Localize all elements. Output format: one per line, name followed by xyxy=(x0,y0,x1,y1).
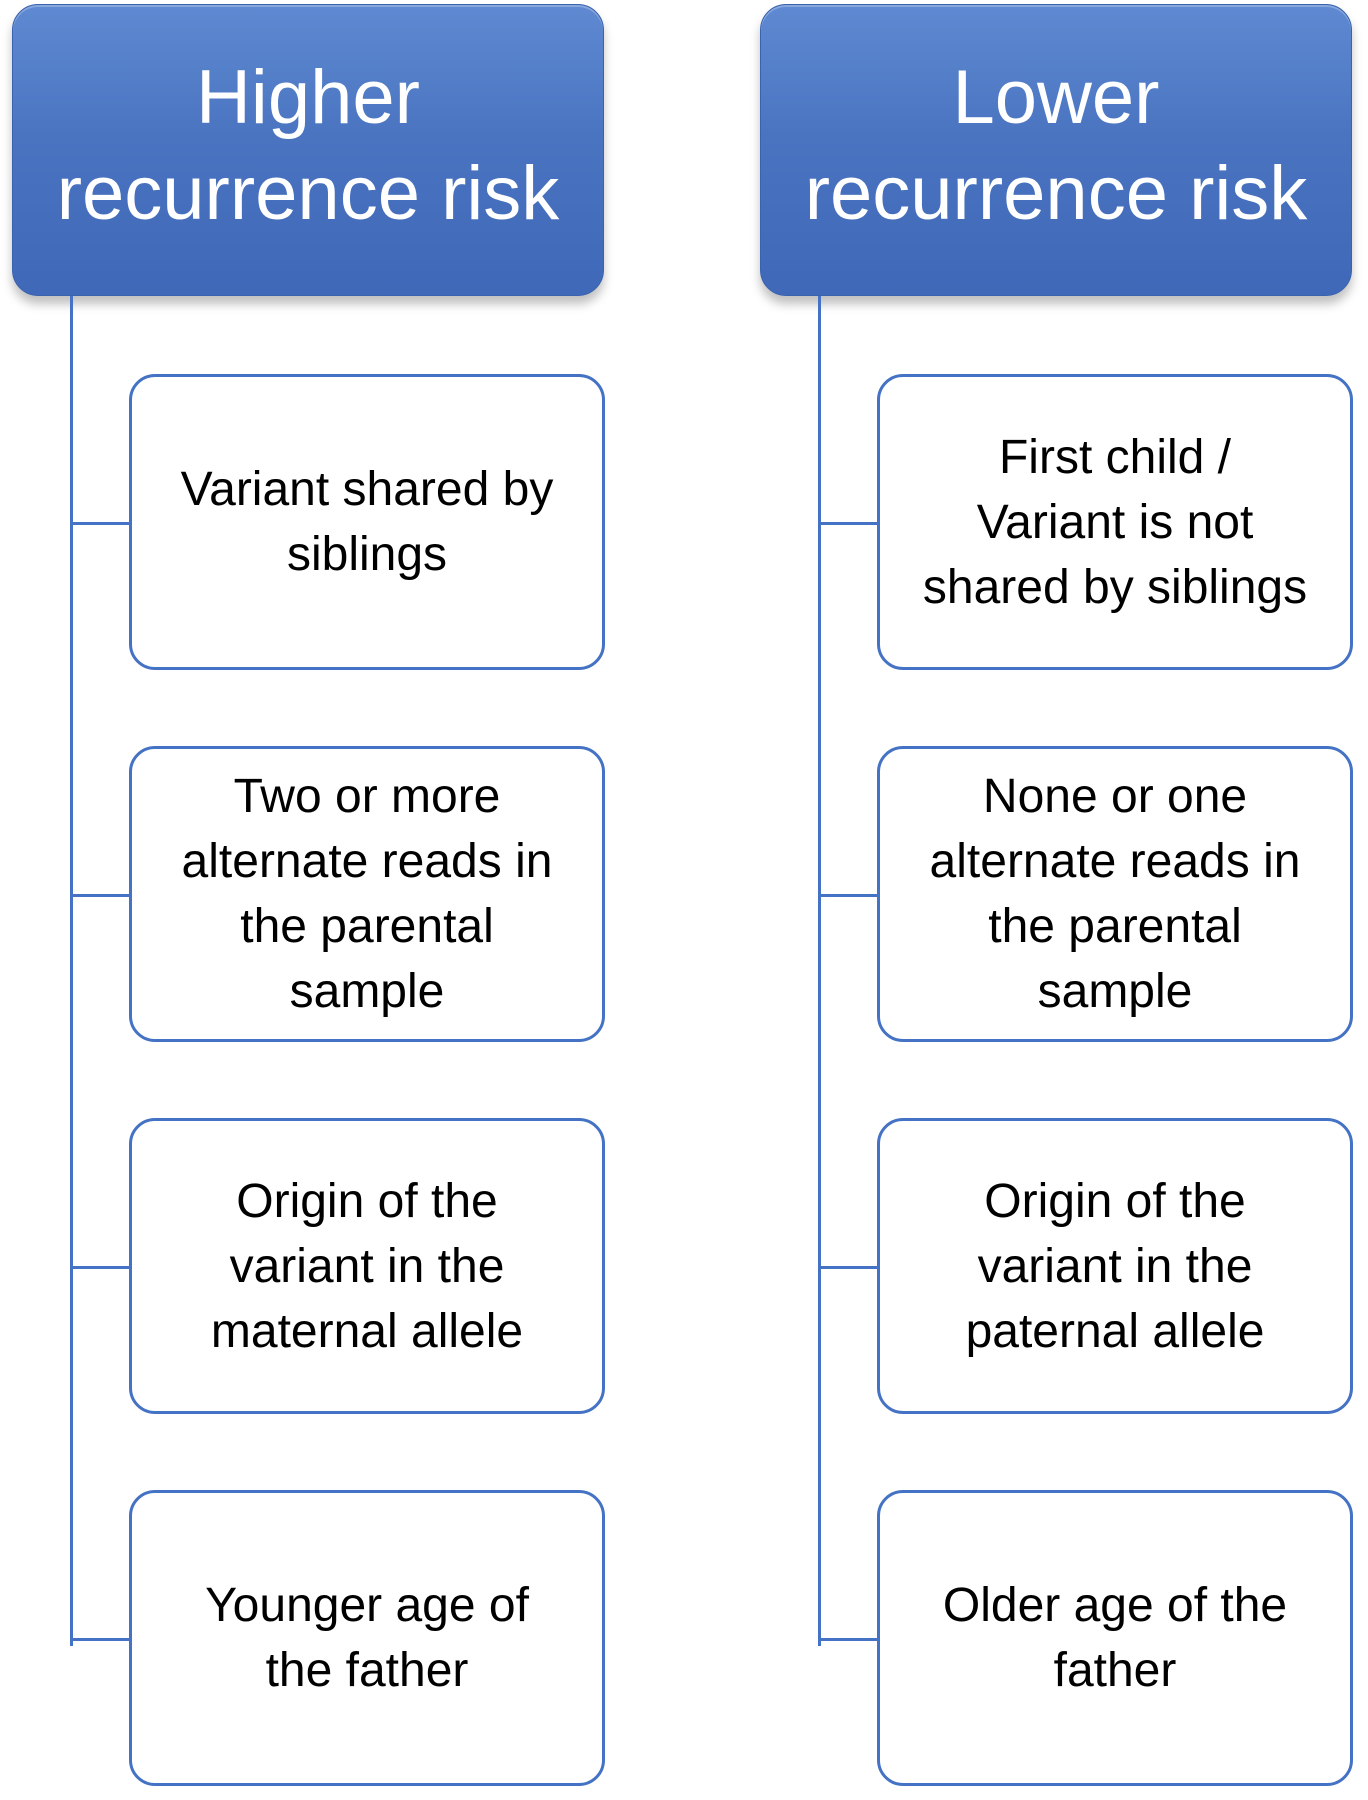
lower-risk-header: Lower recurrence risk xyxy=(760,4,1352,296)
lower-risk-factor-card: Older age of the father xyxy=(877,1490,1353,1786)
lower-risk-column: Lower recurrence risk First child / Vari… xyxy=(748,0,1368,1800)
connector-branch xyxy=(818,1638,878,1641)
lower-risk-factor-card: Origin of the variant in the paternal al… xyxy=(877,1118,1353,1414)
higher-risk-factor-card: Variant shared by siblings xyxy=(129,374,605,670)
connector-branch xyxy=(818,894,878,897)
connector-branch xyxy=(70,1638,130,1641)
connector-branch xyxy=(818,522,878,525)
lower-risk-connector-spine xyxy=(818,296,821,1646)
connector-branch xyxy=(70,522,130,525)
higher-risk-factor-card: Two or more alternate reads in the paren… xyxy=(129,746,605,1042)
factor-text: Younger age of the father xyxy=(205,1579,529,1697)
lower-risk-title: Lower recurrence risk xyxy=(804,55,1308,236)
higher-risk-factor-card: Origin of the variant in the maternal al… xyxy=(129,1118,605,1414)
connector-branch xyxy=(70,894,130,897)
factor-text: None or one alternate reads in the paren… xyxy=(929,770,1301,1018)
factor-text: Older age of the father xyxy=(942,1579,1288,1697)
higher-risk-header: Higher recurrence risk xyxy=(12,4,604,296)
higher-risk-connector-spine xyxy=(70,296,73,1646)
factor-text: Two or more alternate reads in the paren… xyxy=(181,770,553,1018)
higher-risk-title: Higher recurrence risk xyxy=(56,55,560,236)
connector-branch xyxy=(818,1266,878,1269)
factor-text: Variant shared by siblings xyxy=(180,463,554,581)
higher-risk-factor-card: Younger age of the father xyxy=(129,1490,605,1786)
factor-text: First child / Variant is not shared by s… xyxy=(922,430,1308,614)
higher-risk-column: Higher recurrence risk Variant shared by… xyxy=(0,0,620,1800)
factor-text: Origin of the variant in the paternal al… xyxy=(965,1174,1265,1358)
connector-branch xyxy=(70,1266,130,1269)
lower-risk-factor-card: None or one alternate reads in the paren… xyxy=(877,746,1353,1042)
factor-text: Origin of the variant in the maternal al… xyxy=(210,1174,524,1358)
lower-risk-factor-card: First child / Variant is not shared by s… xyxy=(877,374,1353,670)
